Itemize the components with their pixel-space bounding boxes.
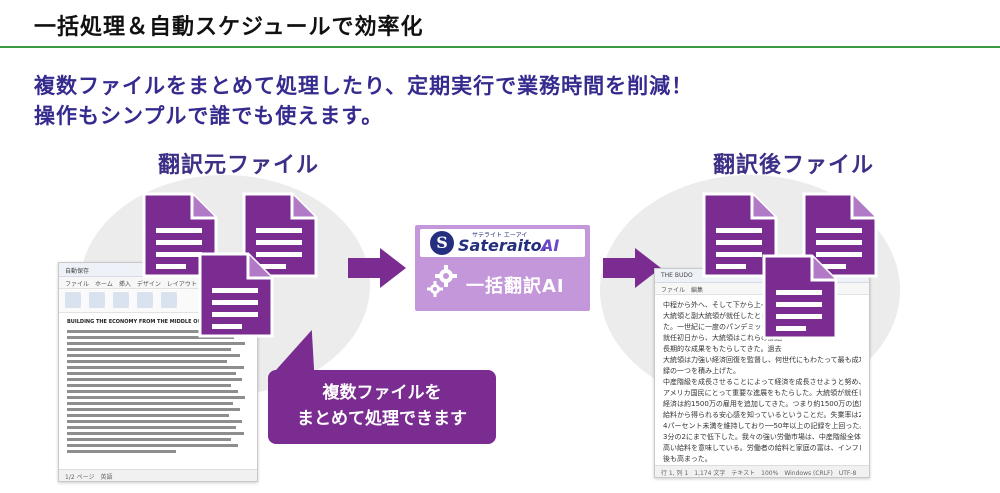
result-text-line: アメリカ国民にとって重要な進展をもたらした。大統領が就任して以来、 [663, 389, 861, 397]
result-file-icon [760, 252, 840, 342]
result-text-line: 大統領と副大統領が就任したとき、 [663, 312, 775, 320]
sateraito-logo-icon: S [430, 231, 454, 255]
page-title: 一括処理＆自動スケジュールで効率化 [34, 15, 424, 40]
source-file-icon [196, 250, 276, 340]
callout-text-line-2: まとめて処理できます [297, 409, 467, 429]
result-text-line: 中程から外へ、そして下から上へ経済 [663, 301, 782, 309]
result-text-line: 長期的な成果をもたらしてきた。過去 [663, 345, 782, 353]
result-text-line: 高い給料を意味している。労働者の給料と家庭の富は、インフレを調整した [663, 444, 861, 452]
result-text-line: 中産階級を成長させることによって経済を成長させようと努め、 [663, 378, 861, 386]
result-text-line: た。一世紀に一度のパンデミックがア [663, 323, 783, 331]
source-doc-heading: BUILDING THE ECONOMY FROM THE MIDDLE OUT… [67, 319, 249, 325]
doc-text-line [67, 444, 239, 447]
ribbon-paragraph-icon[interactable] [89, 292, 105, 308]
doc-text-line [67, 402, 233, 405]
doc-text-line [67, 330, 242, 333]
doc-text-line [67, 390, 239, 393]
doc-text-line [67, 366, 244, 369]
result-file-icon [800, 190, 880, 280]
doc-text-line [67, 414, 229, 417]
brand-name: Sateraito. [458, 236, 548, 255]
callout-text-line-1: 複数ファイルを [322, 383, 442, 403]
doc-text-line [67, 396, 246, 399]
doc-text-line [67, 384, 231, 387]
doc-text-line [67, 420, 242, 423]
result-text-line: 後も高まった。 [663, 455, 712, 463]
doc-text-line [67, 378, 242, 381]
ribbon-edit-icon[interactable] [137, 292, 153, 308]
callout-bubble [268, 370, 496, 444]
subtitle-line-2: 操作もシンプルで誰でも使えます。 [34, 104, 384, 128]
service-label: 一括翻訳AI [466, 276, 565, 297]
brand-name-ai: AI [541, 236, 560, 255]
doc-text-line [67, 354, 240, 357]
result-text-line: 4パーセント未満を維持しており──50年以上の記録を上回った。インフレは [663, 422, 861, 430]
doc-text-line [67, 450, 177, 453]
source-file-icon [140, 190, 220, 280]
doc-text-line [67, 342, 246, 345]
doc-text-line [67, 360, 228, 363]
doc-text-line [67, 432, 244, 435]
arrow-right-icon [603, 248, 661, 288]
result-files-heading: 翻訳後ファイル [713, 153, 875, 178]
gears-icon [424, 262, 462, 300]
result-file-icon [700, 190, 780, 280]
doc-text-line [67, 336, 235, 339]
doc-text-line [67, 348, 231, 351]
source-files-heading: 翻訳元ファイル [158, 153, 320, 178]
result-text-line: 給料から得られる安心感を知っているということだ。失業率は24か月連続で [663, 411, 861, 419]
arrow-right-icon [348, 248, 406, 288]
ribbon-dictation-icon[interactable] [161, 292, 177, 308]
result-text-line: 大統領は力強い経済回復を監督し、何世代にもわたって最も成功した立法記 [663, 356, 861, 364]
brand-kana: サテライト エーアイ [472, 232, 528, 239]
result-document-body: 中程から外へ、そして下から上へ経済 大統領と副大統領が就任したとき、 た。一世紀… [655, 295, 869, 470]
doc-text-line [67, 426, 237, 429]
ribbon-font-icon[interactable] [65, 292, 81, 308]
result-text-line: 経済は約1500万の雇用を追加してきた。つまり約1500万の追加のアメリカ人が [663, 400, 861, 408]
result-text-line: 録の一つを積み上げた。 [663, 367, 740, 375]
doc-text-line [67, 408, 240, 411]
source-window-statusbar: 1/2 ページ 英語 [59, 469, 257, 481]
subtitle-line-1: 複数ファイルをまとめて処理したり、定期実行で業務時間を削減！ [34, 74, 694, 98]
result-window-statusbar: 行 1, 列 1 1,174 文字 テキスト 100% Windows (CRL… [655, 465, 869, 477]
doc-text-line [67, 372, 237, 375]
result-text-line: 就任初日から、大統領はこれらの課題 [663, 334, 782, 342]
doc-text-line [67, 438, 231, 441]
ribbon-style-icon[interactable] [113, 292, 129, 308]
source-document-body: BUILDING THE ECONOMY FROM THE MIDDLE OUT… [59, 313, 257, 462]
title-divider [0, 46, 1000, 48]
result-text-line: 3分の2にまで低下した。我々の強い労働市場は、中産階級全体での賃上げによって [663, 433, 861, 441]
